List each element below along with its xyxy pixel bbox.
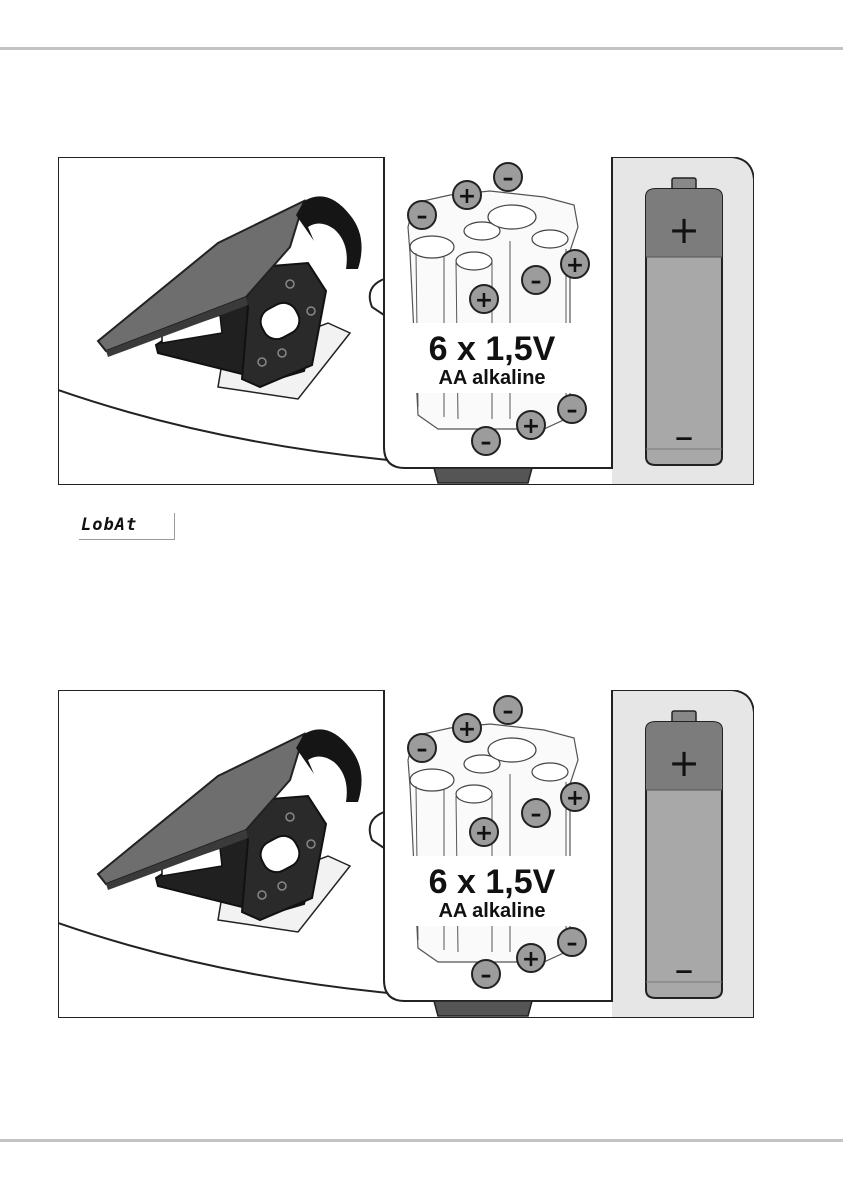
polarity-marker-plus: + [453, 181, 481, 209]
svg-text:–: – [531, 802, 542, 827]
battery-figure-1: – + – + – + – + – 6 x 1,5V AA alkaline [58, 157, 754, 485]
polarity-marker-minus: – [408, 734, 436, 762]
battery-spec-count: 6 x 1,5V [429, 863, 556, 901]
polarity-marker-plus: + [470, 285, 498, 313]
battery-plus-sign: + [668, 208, 700, 252]
lcd-text: LobAt [81, 515, 137, 535]
svg-text:–: – [531, 269, 542, 294]
battery-illustration-2: – + – + – + – + – 6 x 1,5V AA alkaline [58, 690, 754, 1018]
battery-minus-sign: – [675, 414, 694, 458]
polarity-marker-plus: + [561, 783, 589, 811]
battery-minus-sign: – [675, 947, 694, 991]
battery-spec-count: 6 x 1,5V [429, 330, 556, 368]
svg-text:–: – [503, 699, 514, 724]
polarity-marker-plus: + [453, 714, 481, 742]
svg-text:+: + [458, 717, 476, 742]
battery-plus-sign: + [668, 741, 700, 785]
battery-illustration-1: – + – + – + – + – 6 x 1,5V AA alkaline [58, 157, 754, 485]
svg-text:+: + [458, 184, 476, 209]
polarity-marker-plus: + [470, 818, 498, 846]
polarity-marker-minus: – [522, 266, 550, 294]
polarity-marker-plus: + [517, 411, 545, 439]
aa-battery-icon: + – [646, 178, 722, 465]
bottom-rule [0, 1139, 843, 1142]
battery-spec-type: AA alkaline [438, 900, 545, 922]
svg-text:–: – [417, 737, 428, 762]
lcd-low-battery-display: LobAt [79, 513, 175, 540]
svg-text:–: – [503, 166, 514, 191]
svg-text:+: + [475, 288, 493, 313]
top-rule [0, 47, 843, 50]
polarity-marker-minus: – [472, 960, 500, 988]
svg-text:+: + [566, 253, 584, 278]
polarity-marker-minus: – [494, 163, 522, 191]
svg-text:–: – [481, 430, 492, 455]
battery-spec-type: AA alkaline [438, 367, 545, 389]
svg-text:+: + [475, 821, 493, 846]
polarity-marker-minus: – [522, 799, 550, 827]
svg-text:–: – [481, 963, 492, 988]
polarity-marker-minus: – [472, 427, 500, 455]
svg-text:–: – [417, 204, 428, 229]
svg-text:–: – [567, 398, 578, 423]
svg-text:+: + [566, 786, 584, 811]
polarity-marker-minus: – [494, 696, 522, 724]
svg-text:–: – [567, 931, 578, 956]
polarity-marker-minus: – [558, 395, 586, 423]
polarity-marker-minus: – [558, 928, 586, 956]
svg-text:+: + [522, 947, 540, 972]
battery-figure-2: – + – + – + – + – 6 x 1,5V AA alkaline [58, 690, 754, 1018]
polarity-marker-plus: + [517, 944, 545, 972]
svg-text:+: + [522, 414, 540, 439]
aa-battery-icon: + – [646, 711, 722, 998]
polarity-marker-plus: + [561, 250, 589, 278]
polarity-marker-minus: – [408, 201, 436, 229]
